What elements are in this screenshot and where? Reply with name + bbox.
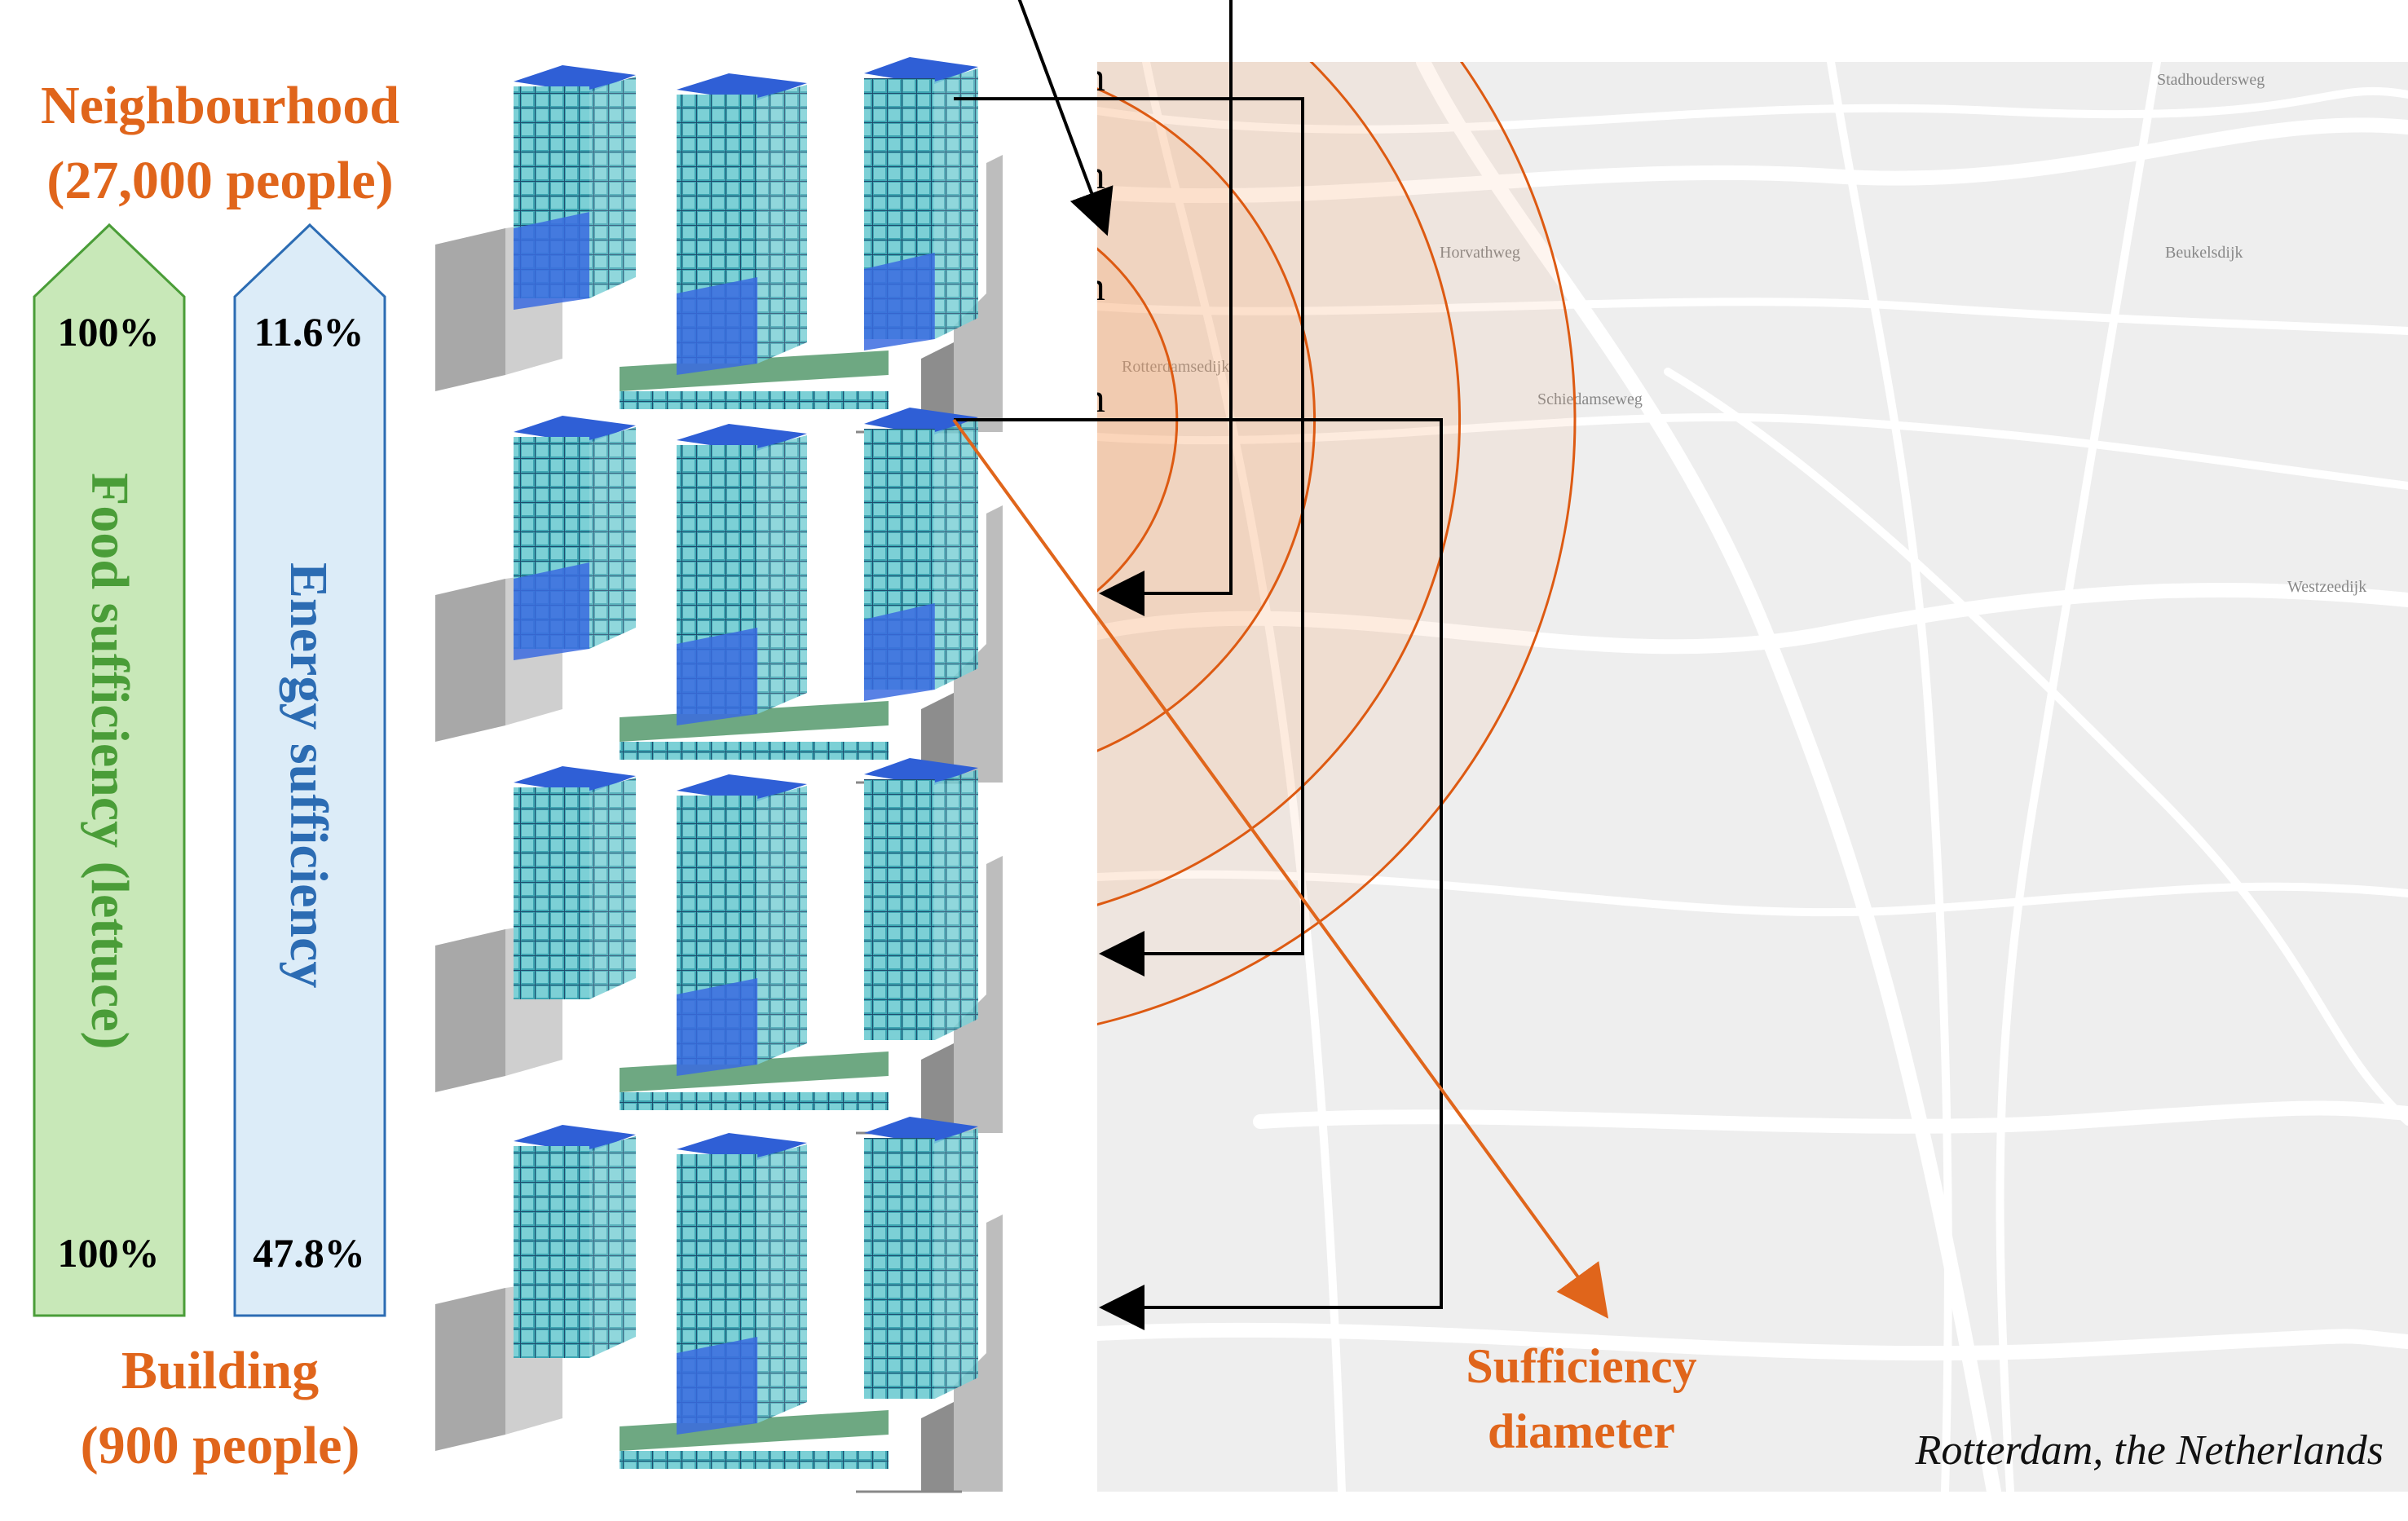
map-road bbox=[1827, 62, 1952, 1492]
building-title-line2: (900 people) bbox=[80, 1416, 360, 1475]
sufficiency-arrows bbox=[33, 223, 386, 1317]
ring-distance-label: 0.60 km bbox=[1097, 152, 1105, 197]
building-renderings bbox=[435, 57, 1003, 1493]
connector-arrow bbox=[1017, 0, 1114, 236]
neighbourhood-title-line1: Neighbourhood bbox=[40, 76, 400, 135]
podium-facade bbox=[620, 1092, 889, 1110]
connector-arrow bbox=[954, 97, 1304, 977]
sufficiency-diameter-arrow bbox=[952, 418, 1609, 1319]
building-scenario-2 bbox=[435, 408, 1003, 784]
tower-pv-skirt bbox=[677, 1337, 758, 1435]
map-road bbox=[1664, 368, 2408, 1126]
map-road bbox=[1097, 412, 2408, 490]
tower-pv-skirt bbox=[514, 212, 589, 310]
map-road bbox=[1097, 117, 2408, 204]
map-road bbox=[1097, 1322, 2408, 1361]
context-block-right-front bbox=[921, 1402, 954, 1492]
tower-facade-side bbox=[757, 435, 807, 714]
tower-facade-side bbox=[934, 1128, 978, 1399]
context-block-left bbox=[435, 579, 505, 742]
tower-facade-side bbox=[934, 68, 978, 339]
context-block-right bbox=[954, 505, 1003, 783]
building-scenario-3 bbox=[435, 758, 1003, 1135]
connector-arrow bbox=[954, 418, 1443, 1330]
tower-facade-side bbox=[757, 786, 807, 1065]
food-sufficiency-label: Food sufficiency (lettuce) bbox=[80, 473, 139, 1050]
context-block-left bbox=[435, 228, 505, 391]
building-scenario-4 bbox=[435, 1117, 1003, 1493]
tower-facade-front bbox=[864, 779, 935, 1040]
building-scenario-1 bbox=[435, 57, 1003, 434]
energy-bottom-value: 47.8% bbox=[253, 1230, 365, 1276]
tower-pv-skirt bbox=[864, 253, 935, 350]
tower-pv-skirt bbox=[677, 978, 758, 1076]
context-block-right-front bbox=[921, 1043, 954, 1133]
map-road bbox=[1142, 62, 1346, 1492]
map-road bbox=[1097, 870, 2408, 917]
food-top-value: 100% bbox=[57, 309, 160, 355]
energy-top-value: 11.6% bbox=[254, 309, 364, 355]
tower-facade-front bbox=[514, 787, 589, 999]
tower-facade-side bbox=[589, 77, 636, 298]
neighbourhood-title-line2: (27,000 people) bbox=[46, 151, 394, 210]
tower-facade-side bbox=[934, 769, 978, 1040]
rotterdam-map: StadhouderswegHorvathweg BeukelsdijkSchie… bbox=[1097, 62, 2408, 1492]
food-sufficiency-arrow bbox=[33, 223, 186, 1317]
building-title-line1: Building bbox=[121, 1341, 320, 1400]
map-street-label: Rotterdamsedijk bbox=[1122, 358, 1229, 376]
tower-facade-side bbox=[934, 419, 978, 690]
podium-facade bbox=[620, 391, 889, 409]
podium bbox=[620, 350, 889, 391]
energy-sufficiency-arrow bbox=[233, 223, 386, 1317]
ring-distance-label: 0.97 km bbox=[1097, 62, 1105, 99]
context-block-left bbox=[435, 929, 505, 1092]
sufficiency-diameter-label: Sufficiency diameter bbox=[1402, 1334, 1761, 1464]
map-street-label: Schiedamseweg bbox=[1537, 390, 1643, 408]
sufficiency-diameter-line1: Sufficiency bbox=[1466, 1339, 1697, 1393]
food-bottom-value: 100% bbox=[57, 1230, 160, 1276]
map-road bbox=[1097, 298, 2408, 335]
tower-pv-skirt bbox=[677, 628, 758, 725]
ring-distance-label: 0.00 km bbox=[1097, 375, 1105, 421]
tower-facade-front bbox=[514, 1146, 589, 1358]
map-road bbox=[1996, 62, 2161, 1492]
context-block-right bbox=[954, 155, 1003, 432]
tower-pv-skirt bbox=[514, 562, 589, 660]
podium-facade bbox=[620, 742, 889, 760]
context-block-right-front bbox=[921, 693, 954, 783]
tower-facade-side bbox=[589, 427, 636, 649]
podium bbox=[620, 701, 889, 742]
podium-facade bbox=[620, 1451, 889, 1469]
map-road bbox=[1416, 62, 2001, 1492]
map-road bbox=[1097, 86, 2408, 134]
sufficiency-diameter-line2: diameter bbox=[1488, 1404, 1675, 1458]
tower-facade-side bbox=[589, 1136, 636, 1358]
map-street-label: Stadhoudersweg bbox=[2157, 71, 2265, 89]
neighbourhood-title: Neighbourhood (27,000 people) bbox=[0, 68, 440, 218]
tower-facade-side bbox=[757, 1144, 807, 1423]
ring-distance-label: 0.30 km bbox=[1097, 263, 1105, 309]
tower-pv-skirt bbox=[864, 603, 935, 701]
context-block-left bbox=[435, 1288, 505, 1451]
tower-facade-front bbox=[864, 1138, 935, 1399]
building-title: Building (900 people) bbox=[0, 1334, 440, 1484]
context-block-right bbox=[954, 856, 1003, 1133]
map-street-label: Westzeedijk bbox=[2287, 578, 2366, 596]
podium bbox=[620, 1051, 889, 1092]
map-street-label: Beukelsdijk bbox=[2165, 244, 2243, 262]
map-street-label: Horvathweg bbox=[1440, 244, 1520, 262]
energy-sufficiency-label: Energy sufficiency bbox=[279, 562, 338, 989]
tower-facade-side bbox=[757, 85, 807, 364]
podium bbox=[620, 1410, 889, 1451]
context-block-right bbox=[954, 1215, 1003, 1492]
sufficiency-ring bbox=[1097, 62, 1577, 1025]
context-block-right-front bbox=[921, 342, 954, 432]
map-road bbox=[1097, 583, 2408, 655]
map-road bbox=[1253, 1100, 2408, 1134]
map-caption: Rotterdam, the Netherlands bbox=[1915, 1427, 2384, 1474]
connector-arrow bbox=[1099, 0, 1233, 616]
tower-facade-side bbox=[589, 778, 636, 999]
tower-pv-skirt bbox=[677, 277, 758, 375]
